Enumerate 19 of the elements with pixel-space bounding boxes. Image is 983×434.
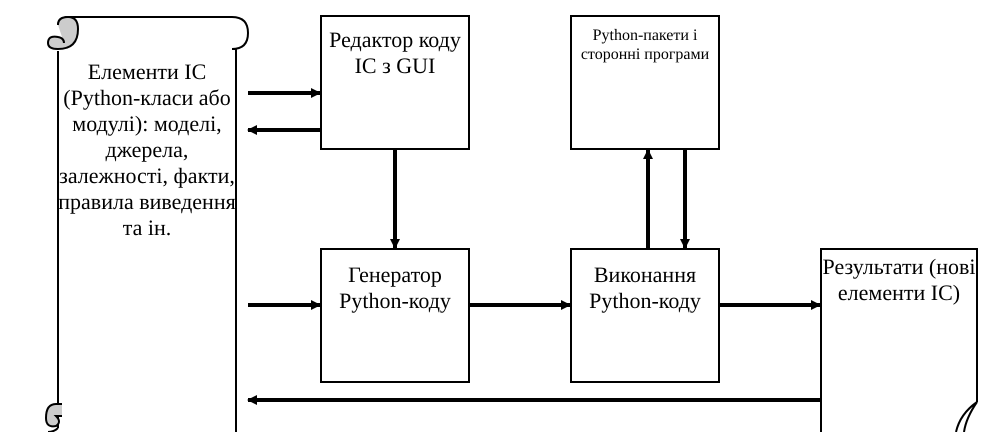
- arrow: [643, 149, 653, 248]
- node-text: Python-пакети і сторонні програми: [580, 27, 710, 65]
- process-box: [570, 15, 720, 150]
- process-box: [320, 15, 470, 150]
- arrow: [390, 150, 400, 249]
- node-text: Генератор Python-коду: [338, 262, 452, 314]
- arrow: [248, 88, 321, 98]
- node-text: Редактор коду ІС з GUI: [328, 27, 462, 79]
- node-text: Елементи ІС (Python-класи або модулі): моделі, джерела, залежності, факти, правила виведення та ін.: [57, 59, 237, 241]
- process-box: [570, 248, 720, 383]
- node-text: Виконання Python-коду: [588, 262, 702, 314]
- process-box: [320, 248, 470, 383]
- arrow: [720, 300, 821, 310]
- arrow: [247, 395, 820, 405]
- arrow: [248, 300, 321, 310]
- arrow: [680, 150, 690, 249]
- node-text: Результати (нові елементи ІС): [822, 254, 976, 306]
- arrow: [470, 300, 571, 310]
- arrow: [247, 125, 320, 135]
